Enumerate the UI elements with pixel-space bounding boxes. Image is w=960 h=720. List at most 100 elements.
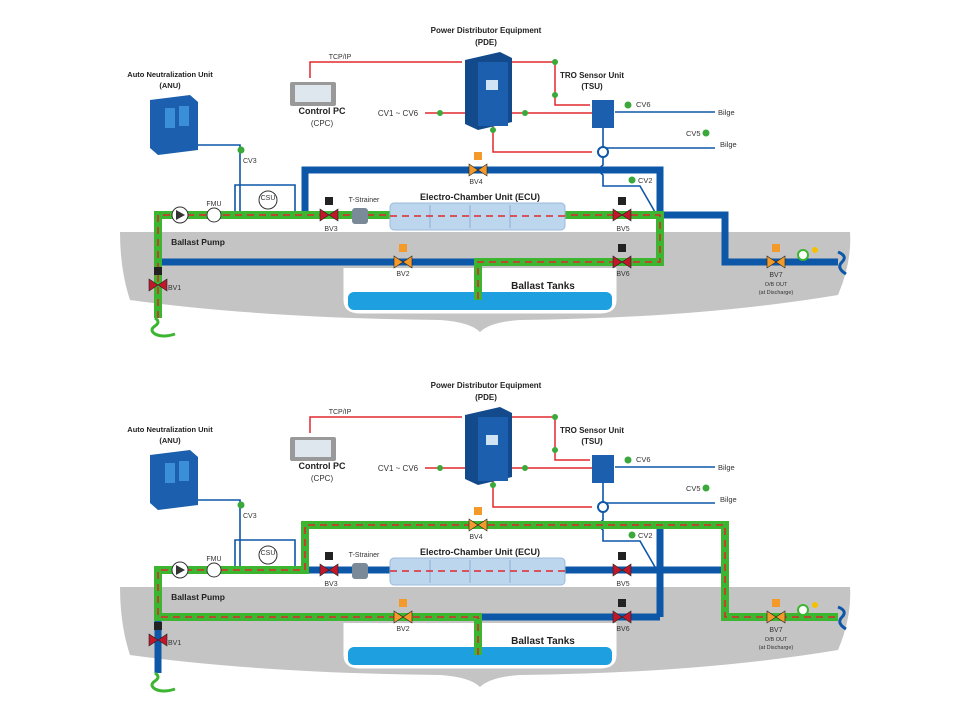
signal-node [552, 414, 558, 420]
tcpip-line [309, 416, 462, 433]
control-valve-icon [624, 456, 632, 464]
bv2-valve [393, 610, 413, 624]
flow-direction [157, 214, 661, 318]
label-bv3: BV3 [324, 226, 337, 233]
control-valve-icon [702, 129, 710, 137]
tro-pump-icon [597, 146, 609, 158]
csu-line [234, 184, 296, 213]
signal-node [522, 110, 528, 116]
label-cv1-cv6: CV1 ~ CV6 [378, 109, 419, 118]
label-cv6: CV6 [636, 100, 651, 109]
label-cv5: CV5 [686, 129, 701, 138]
bv3-valve-actuator [325, 552, 333, 560]
label-bv2: BV2 [396, 626, 409, 633]
label-bv2: BV2 [396, 271, 409, 278]
bv1-valve-actuator [154, 267, 162, 275]
label-tcpip: TCP/IP [329, 54, 352, 61]
label-cv6: CV6 [636, 455, 651, 464]
overboard-outlet [837, 250, 847, 276]
label-cv2: CV2 [638, 176, 653, 185]
label-tsu-abbr: (TSU) [581, 82, 603, 91]
pump-signal [492, 125, 592, 153]
pressure-gauge-icon [797, 604, 809, 616]
label-cpc-abbr: (CPC) [311, 474, 334, 483]
sea-suction [150, 316, 176, 338]
label-at-discharge: (at Discharge) [759, 645, 794, 651]
control-valve-icon [624, 101, 632, 109]
flow-direction [157, 524, 838, 655]
label-at-discharge: (at Discharge) [759, 290, 794, 296]
label-bv1: BV1 [168, 640, 181, 647]
bv6-valve-actuator [618, 599, 626, 607]
pde-front [478, 417, 508, 481]
pressure-indicator-icon [812, 247, 818, 253]
label-ecu: Electro-Chamber Unit (ECU) [420, 547, 540, 557]
signal-node [490, 482, 496, 488]
label-fmu: FMU [206, 556, 221, 563]
label-cpc-abbr: (CPC) [311, 119, 334, 128]
label-anu-abbr: (ANU) [159, 81, 181, 90]
label-tsu: TRO Sensor Unit [560, 71, 624, 80]
signal-node [552, 447, 558, 453]
tro-sample-line [598, 128, 656, 213]
label-cv2: CV2 [638, 531, 653, 540]
tsu-cabinet [592, 455, 614, 483]
label-cpc: Control PC [299, 461, 346, 471]
tsu-signal [505, 61, 590, 106]
label-bv1: BV1 [168, 285, 181, 292]
bv4-valve-actuator [474, 152, 482, 160]
anu-door [179, 461, 189, 481]
signal-node [552, 92, 558, 98]
pde-display [486, 80, 498, 90]
control-pc-screen [295, 440, 331, 457]
label-ob-out: O/B OUT [765, 637, 788, 643]
label-tstrainer: T-Strainer [349, 552, 380, 559]
label-bilge1: Bilge [718, 463, 735, 472]
bv5-valve [612, 563, 632, 577]
label-pde-abbr: (PDE) [475, 393, 497, 402]
csu-icon [258, 545, 278, 565]
label-ecu: Electro-Chamber Unit (ECU) [420, 192, 540, 202]
bv5-valve-actuator [618, 552, 626, 560]
label-bv7: BV7 [769, 272, 782, 279]
pump-arrow [176, 565, 185, 575]
label-bilge1: Bilge [718, 108, 735, 117]
bv1-valve-actuator [154, 622, 162, 630]
bv2-valve-actuator [399, 244, 407, 252]
tank-water [348, 647, 612, 665]
label-pump: Ballast Pump [171, 592, 225, 602]
label-tanks: Ballast Tanks [511, 281, 575, 292]
label-tcpip: TCP/IP [329, 409, 352, 416]
bv3-valve [319, 208, 339, 222]
t-strainer [352, 208, 368, 224]
pde-display [486, 435, 498, 445]
bv7-valve [766, 255, 786, 269]
label-bv4: BV4 [469, 179, 482, 186]
signal-node [522, 465, 528, 471]
bv6-valve-actuator [618, 244, 626, 252]
csu-icon [258, 190, 278, 210]
overboard-outlet [837, 605, 847, 631]
bv4-valve-actuator [474, 507, 482, 515]
pump-arrow [176, 210, 185, 220]
control-valve-icon [237, 501, 245, 509]
label-anu-abbr: (ANU) [159, 436, 181, 445]
label-bilge2: Bilge [720, 140, 737, 149]
label-cv5: CV5 [686, 484, 701, 493]
panel-deballasting: Power Distributor Equipment(PDE)Auto Neu… [120, 381, 851, 693]
label-bv5: BV5 [616, 226, 629, 233]
anu-line [195, 144, 241, 215]
control-valve-icon [702, 484, 710, 492]
label-bv6: BV6 [616, 271, 629, 278]
label-cv3: CV3 [243, 513, 257, 520]
bv6-valve [612, 255, 632, 269]
tsu-signal [505, 416, 590, 461]
anu-door [165, 108, 175, 128]
sea-suction [150, 671, 176, 693]
pde-front [478, 62, 508, 126]
bv6-valve [612, 610, 632, 624]
signal-node [490, 127, 496, 133]
tsu-cabinet [592, 100, 614, 128]
label-csu: CSU [261, 195, 276, 202]
